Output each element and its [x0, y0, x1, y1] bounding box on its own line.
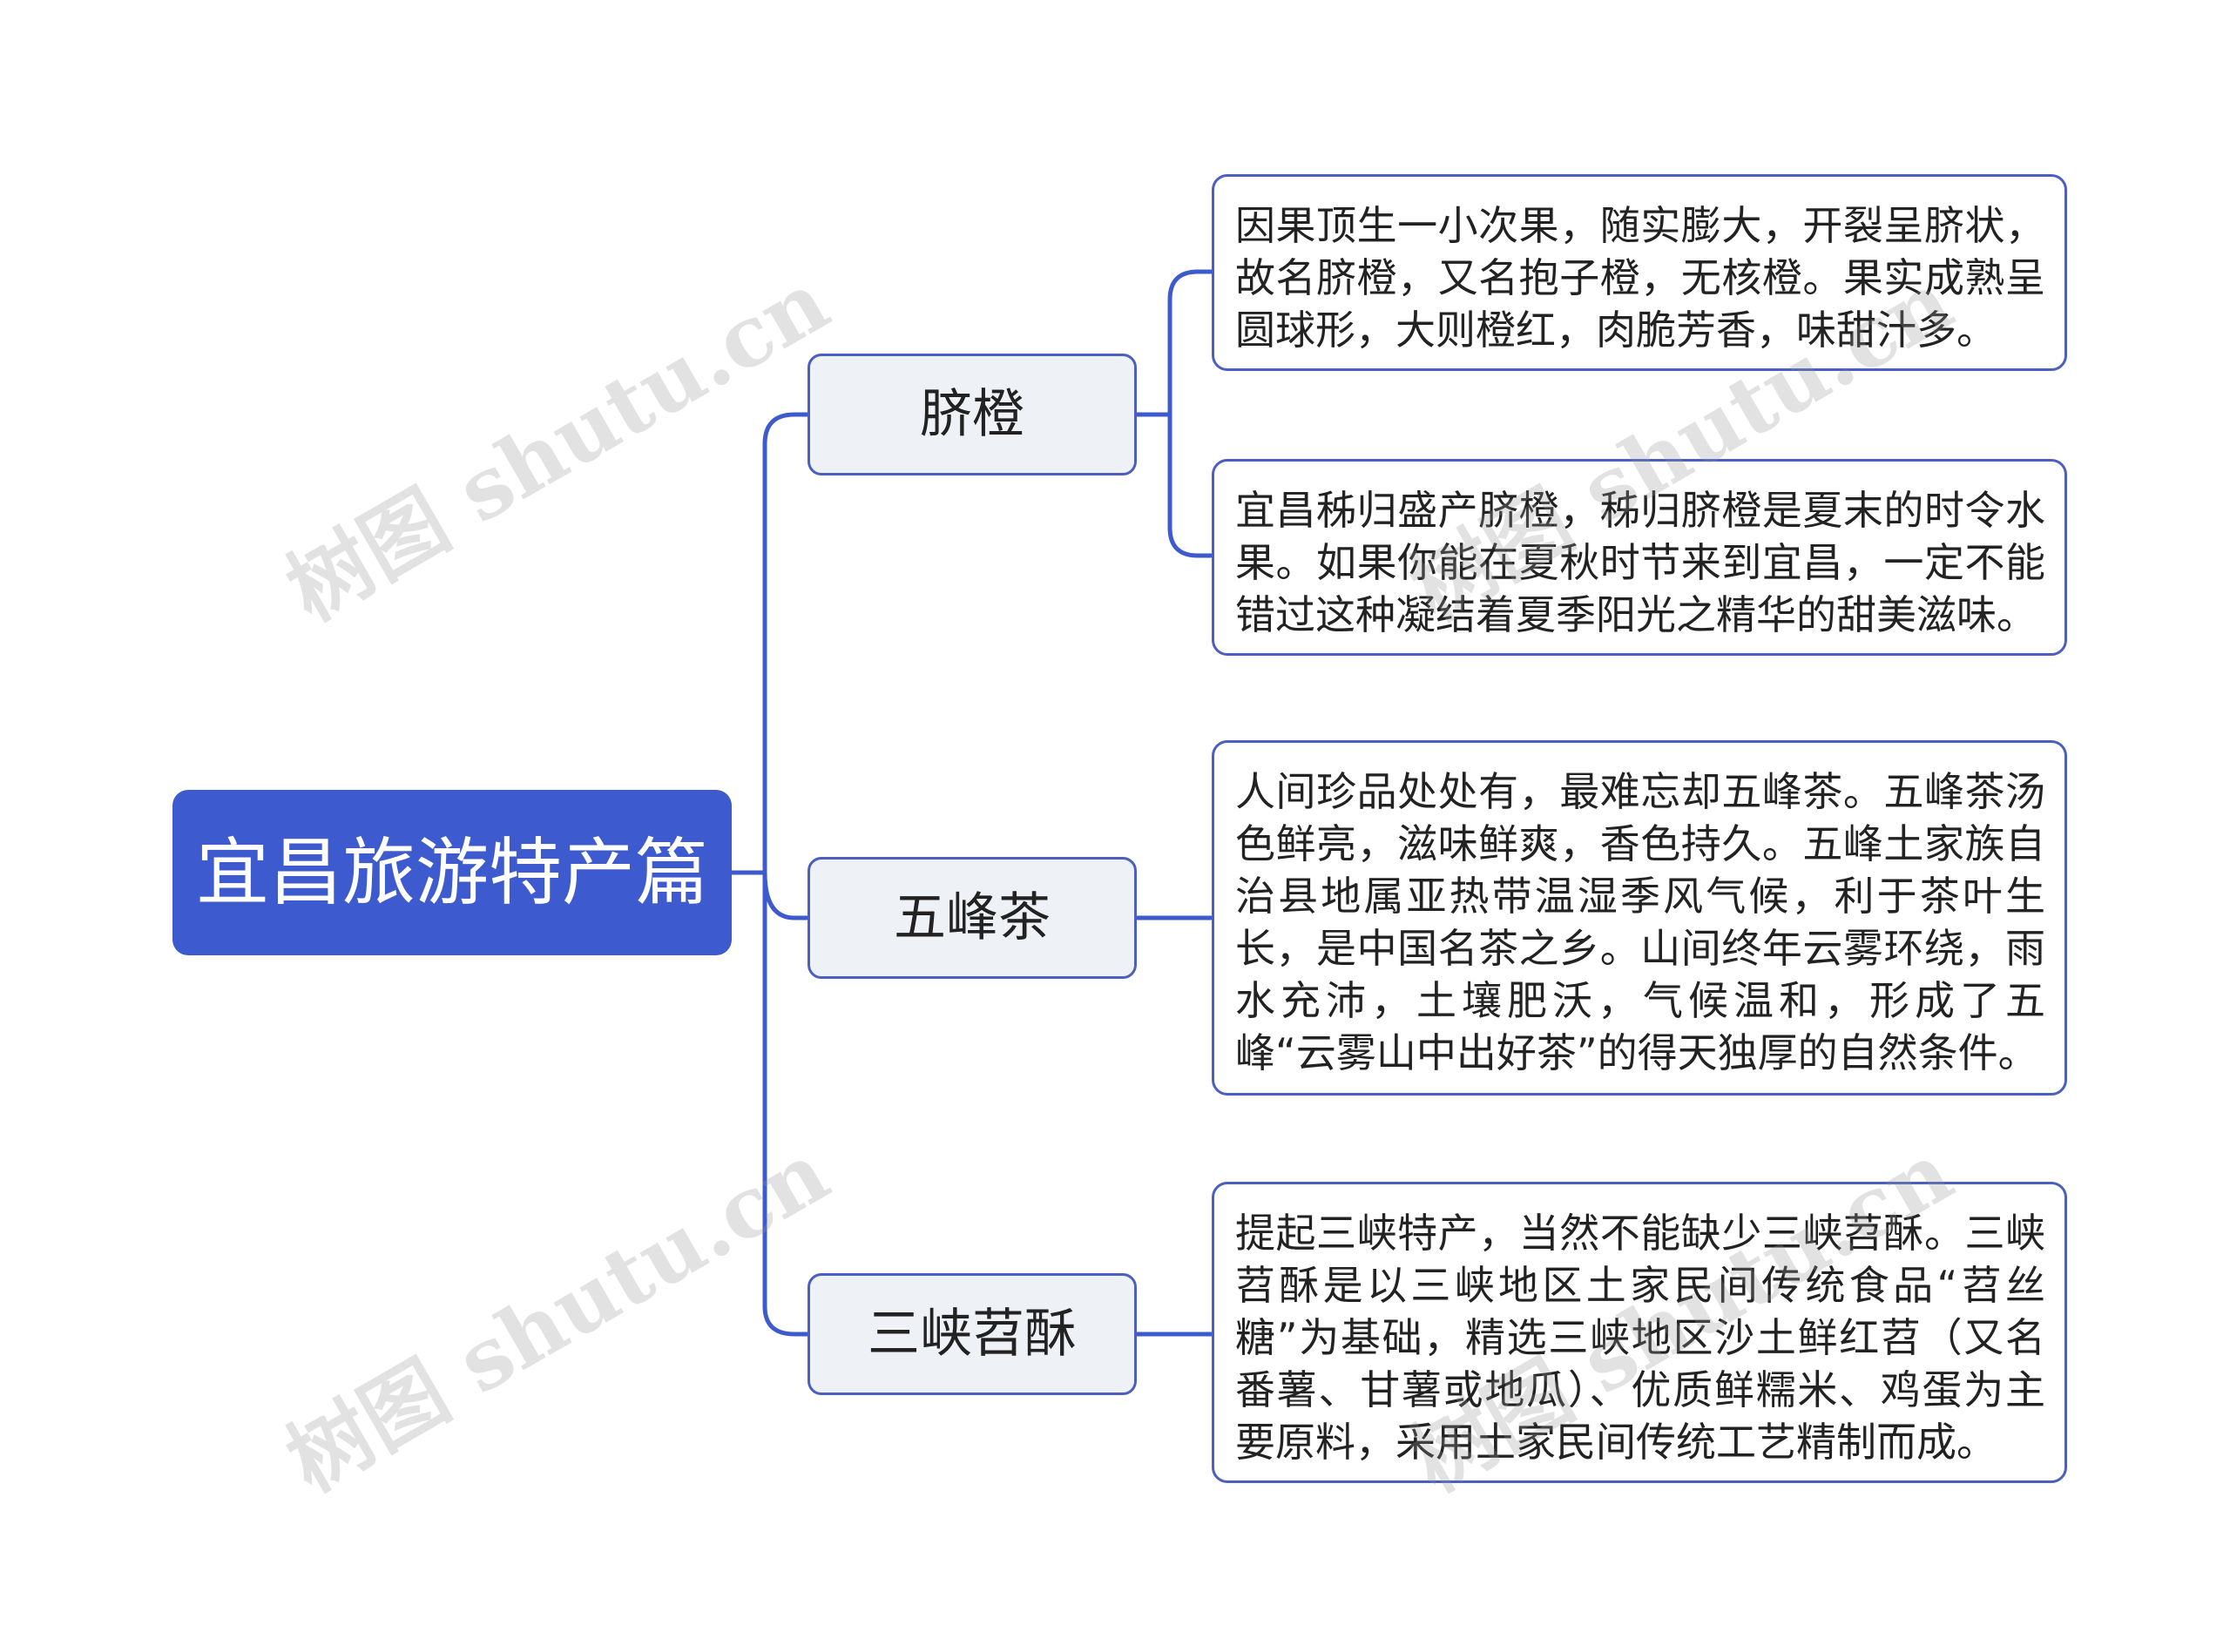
root-node[interactable]: 宜昌旅游特产篇 [172, 790, 732, 955]
leaf-node-wufeng-tea[interactable]: 人间珍品处处有，最难忘却五峰茶。五峰茶汤色鲜亮，滋味鲜爽，香色持久。五峰土家族自… [1212, 740, 2067, 1096]
leaf-text: 宜昌秭归盛产脐橙，秭归脐橙是夏末的时令水果。如果你能在夏秋时节来到宜昌，一定不能… [1235, 487, 2045, 638]
branch-node-wufeng-tea[interactable]: 五峰茶 [808, 857, 1137, 979]
leaf-text: 提起三峡特产，当然不能缺少三峡苕酥。三峡苕酥是以三峡地区土家民间传统食品“苕丝糖… [1235, 1210, 2045, 1466]
leaf-text: 因果顶生一小次果，随实膨大，开裂呈脐状，故名脐橙，又名抱子橙，无核橙。果实成熟呈… [1235, 202, 2045, 354]
leaf-text: 人间珍品处处有，最难忘却五峰茶。五峰茶汤色鲜亮，滋味鲜爽，香色持久。五峰土家族自… [1235, 768, 2045, 1076]
branch-node-navel-orange[interactable]: 脐橙 [808, 354, 1137, 475]
branch-label: 脐橙 [920, 384, 1024, 445]
connector-root-branch-2 [762, 870, 810, 920]
leaf-node-navel-orange-2[interactable]: 宜昌秭归盛产脐橙，秭归脐橙是夏末的时令水果。如果你能在夏秋时节来到宜昌，一定不能… [1212, 459, 2067, 656]
connector-trunk [762, 412, 810, 1337]
connector-branch-1-leaves [1167, 269, 1214, 558]
branch-label: 三峡苕酥 [868, 1304, 1077, 1365]
root-label: 宜昌旅游特产篇 [195, 830, 708, 915]
leaf-node-navel-orange-1[interactable]: 因果顶生一小次果，随实膨大，开裂呈脐状，故名脐橙，又名抱子橙，无核橙。果实成熟呈… [1212, 174, 2067, 371]
leaf-node-sanxia-shaosu[interactable]: 提起三峡特产，当然不能缺少三峡苕酥。三峡苕酥是以三峡地区土家民间传统食品“苕丝糖… [1212, 1182, 2067, 1483]
branch-label: 五峰茶 [894, 887, 1051, 948]
branch-node-sanxia-shaosu[interactable]: 三峡苕酥 [808, 1273, 1137, 1395]
